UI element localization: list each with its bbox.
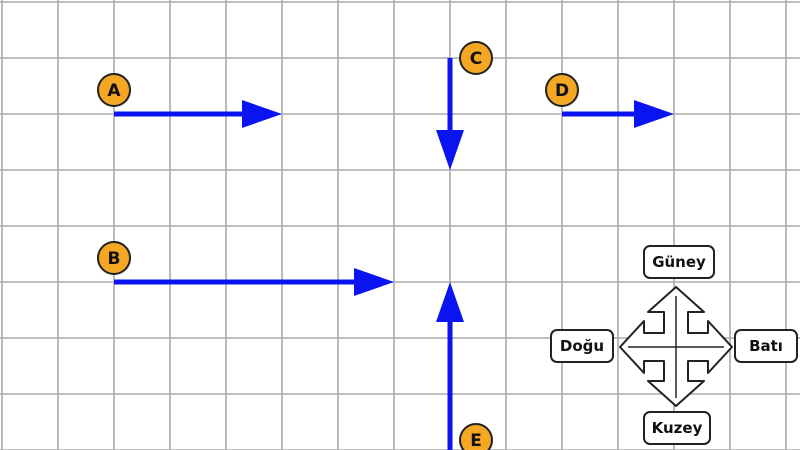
vectors: A B C D E <box>97 41 674 450</box>
compass-label-west-box: Batı <box>734 329 798 363</box>
compass-label-north: Kuzey <box>652 419 703 437</box>
vector-e: E <box>436 282 493 450</box>
compass-label-east: Doğu <box>560 337 604 355</box>
vector-e-badge: E <box>459 423 493 450</box>
vector-e-arrowhead <box>436 282 464 322</box>
vector-a-label: A <box>107 81 121 101</box>
vector-b: B <box>97 241 394 296</box>
compass-label-south: Güney <box>652 253 706 271</box>
vector-a-badge: A <box>97 73 131 107</box>
vector-d: D <box>545 73 674 128</box>
vector-b-arrowhead <box>354 268 394 296</box>
vector-c: C <box>436 41 493 170</box>
vector-c-label: C <box>470 49 482 69</box>
vector-e-label: E <box>470 431 482 450</box>
compass-label-north-box: Kuzey <box>643 411 711 445</box>
compass-label-south-box: Güney <box>643 245 715 279</box>
vector-c-arrowhead <box>436 130 464 170</box>
compass-label-east-box: Doğu <box>550 329 614 363</box>
vector-d-badge: D <box>545 73 579 107</box>
compass-rose: Güney Doğu Batı Kuzey <box>550 245 798 445</box>
vector-b-badge: B <box>97 241 131 275</box>
vector-d-arrowhead <box>634 100 674 128</box>
vector-d-label: D <box>555 81 569 101</box>
vector-a-arrowhead <box>242 100 282 128</box>
vector-a: A <box>97 73 282 128</box>
vector-b-label: B <box>108 249 121 269</box>
vector-c-badge: C <box>459 41 493 75</box>
compass-label-west: Batı <box>749 337 783 355</box>
